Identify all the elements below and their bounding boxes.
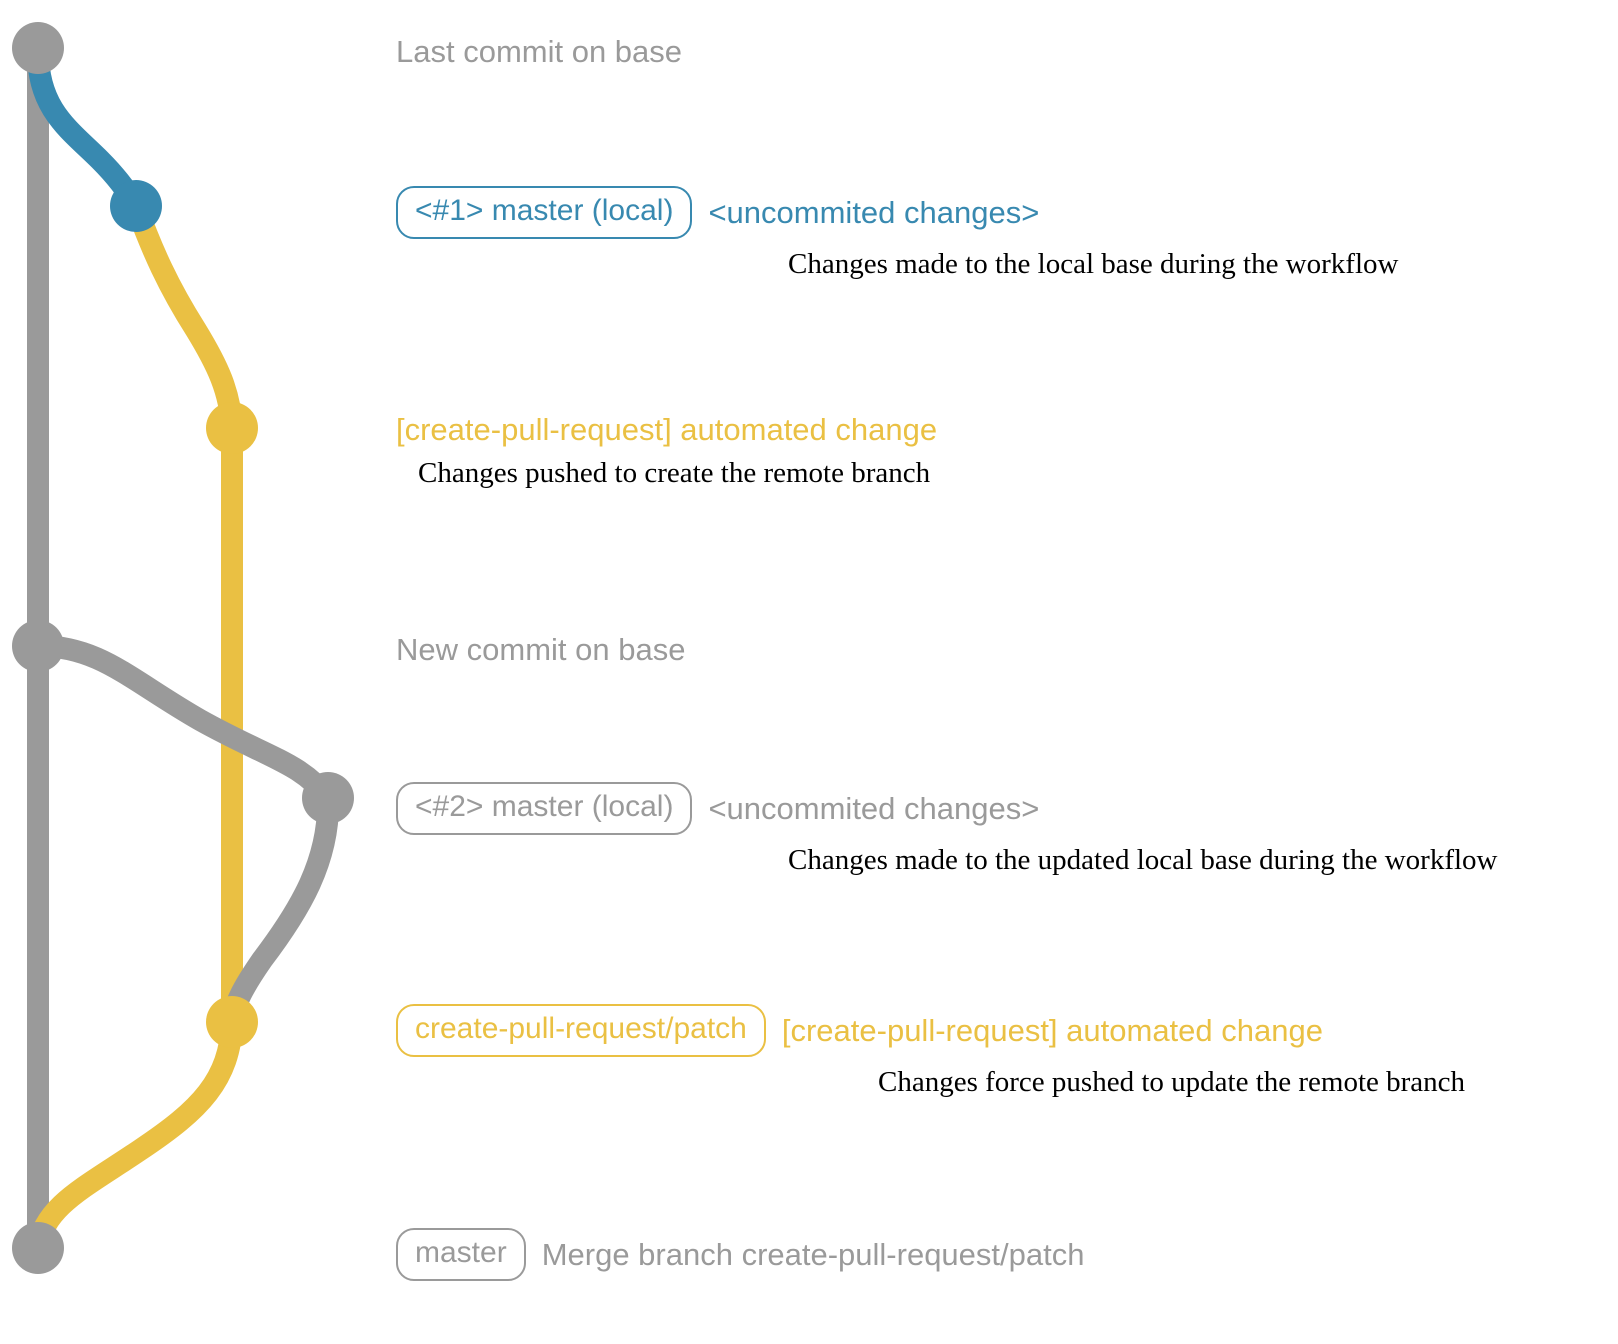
commit-headline-uncommited-changes-2: <uncommited changes> (708, 790, 1040, 826)
commit-headline-automated-change-1: [create-pull-request] automated change (396, 412, 938, 447)
row-title-line: <#1> master (local) <uncommited changes> (396, 186, 1398, 239)
branch-badge-master-local-2[interactable]: <#2> master (local) (396, 782, 693, 835)
commit-headline-last-commit-on-base: Last commit on base (396, 34, 683, 69)
row-title-line: <#2> master (local) <uncommited changes> (396, 782, 1498, 835)
git-graph (12, 22, 354, 1274)
row-title-line: master Merge branch create-pull-request/… (396, 1228, 1084, 1281)
node-patch-commit-2 (206, 996, 258, 1048)
local-to-patch-path (221, 787, 340, 1033)
row-master-merge: master Merge branch create-pull-request/… (396, 1228, 1084, 1281)
commit-headline-merge-branch: Merge branch create-pull-request/patch (541, 1236, 1085, 1272)
node-patch-commit-1 (206, 402, 258, 454)
row-title-line: Last commit on base (396, 34, 682, 70)
row-title-line: New commit on base (396, 632, 685, 668)
node-local-gray-commit (302, 772, 354, 824)
node-base-top (12, 22, 64, 74)
branch-badge-create-pull-request-patch[interactable]: create-pull-request/patch (396, 1004, 766, 1057)
commit-description-3: Changes made to the updated local base d… (788, 844, 1498, 876)
node-local-blue-commit (110, 180, 162, 232)
patch-entry-path (125, 195, 243, 439)
row-create-pull-request-patch: create-pull-request/patch [create-pull-r… (396, 1004, 1465, 1099)
node-base-merge-commit (12, 1222, 64, 1274)
row-title-line: [create-pull-request] automated change (396, 412, 937, 448)
commit-headline-new-commit-on-base: New commit on base (396, 632, 686, 667)
row-master-local-2: <#2> master (local) <uncommited changes>… (396, 782, 1498, 877)
blue-branch-path (27, 41, 147, 217)
commit-description-2: Changes pushed to create the remote bran… (418, 457, 931, 489)
commit-description-4: Changes force pushed to update the remot… (878, 1066, 1466, 1098)
row-master-local-1: <#1> master (local) <uncommited changes>… (396, 186, 1398, 281)
row-new-commit-on-base: New commit on base (396, 632, 685, 668)
patch-merge-path (27, 1011, 243, 1259)
commit-description-1: Changes made to the local base during th… (788, 248, 1399, 280)
row-title-line: create-pull-request/patch [create-pull-r… (396, 1004, 1465, 1057)
commit-headline-uncommited-changes-1: <uncommited changes> (708, 194, 1040, 230)
row-automated-change-1: [create-pull-request] automated change C… (396, 412, 937, 490)
base-to-local-path (27, 635, 339, 809)
commit-headline-automated-change-2: [create-pull-request] automated change (781, 1012, 1323, 1048)
branch-badge-master[interactable]: master (396, 1228, 526, 1281)
node-base-new-commit (12, 620, 64, 672)
branch-badge-master-local-1[interactable]: <#1> master (local) (396, 186, 693, 239)
row-last-commit-on-base: Last commit on base (396, 34, 682, 70)
